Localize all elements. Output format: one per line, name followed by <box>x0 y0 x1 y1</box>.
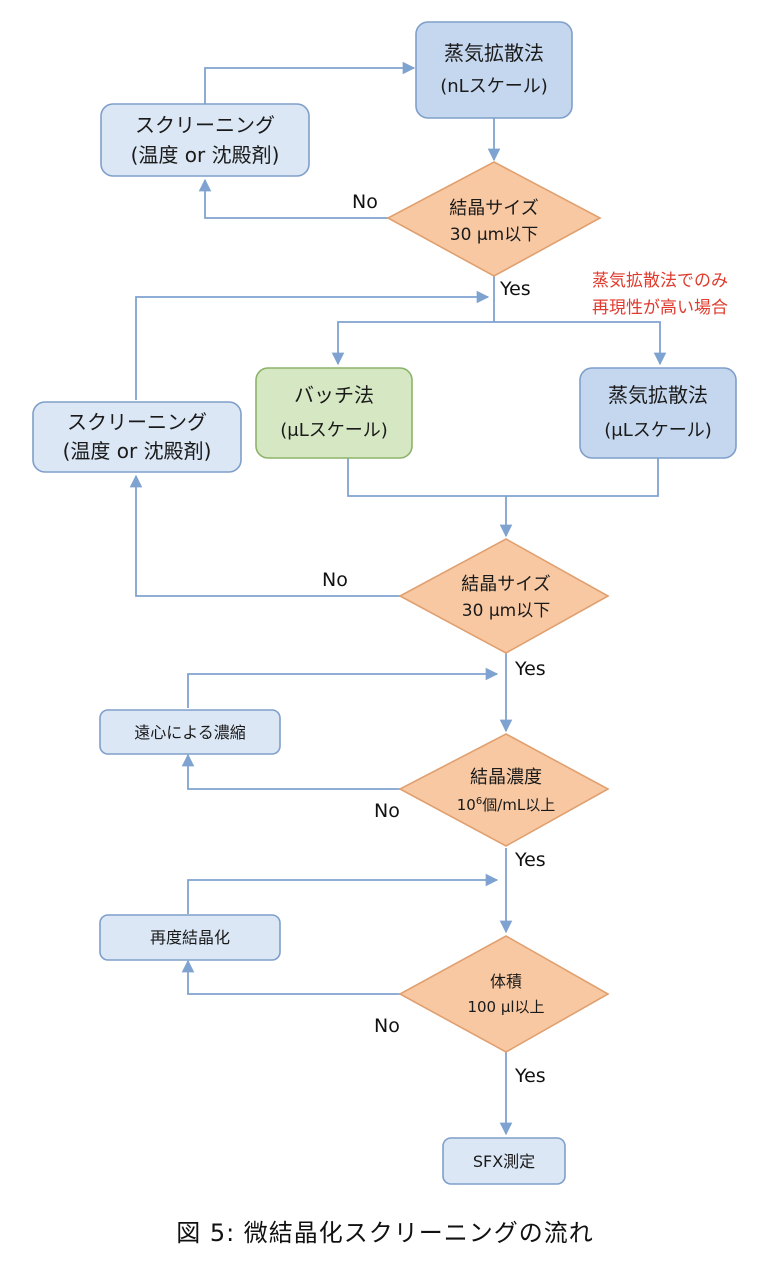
decision3-base: 10 <box>457 796 476 814</box>
node-vapor-ul: 蒸気拡散法 (μLスケール) <box>579 367 737 459</box>
vapor-ul-title: 蒸気拡散法 <box>608 383 708 407</box>
connector-to-batch <box>331 321 494 366</box>
decision4-yes-label: Yes <box>514 1065 546 1087</box>
node-recrystallize: 再度結晶化 <box>99 914 281 961</box>
decision-crystal-size-1: 結晶サイズ 30 μm以下 <box>386 161 602 277</box>
node-screening-1: スクリーニング (温度 or 沈殿剤) <box>100 103 310 177</box>
connector-decision3-no <box>181 753 400 790</box>
connector-to-vapor-ul <box>494 321 667 366</box>
node-vapor-nl: 蒸気拡散法 (nLスケール) <box>415 21 573 119</box>
decision2-threshold: 30 μm以下 <box>462 601 550 621</box>
decision-crystal-density: 結晶濃度 106個/mL以上 <box>398 733 610 847</box>
decision3-yes-label: Yes <box>514 849 546 871</box>
decision-volume: 体積 100 μl以上 <box>398 935 610 1053</box>
connectors <box>129 61 667 1136</box>
note-line-2: 再現性が高い場合 <box>592 298 728 318</box>
decision3-no-label: No <box>374 800 400 822</box>
decision-crystal-size-2: 結晶サイズ 30 μm以下 <box>398 538 610 654</box>
screening1-title: スクリーニング <box>135 113 275 137</box>
node-sfx: SFX測定 <box>442 1137 566 1185</box>
node-screening-2: スクリーニング (温度 or 沈殿剤) <box>32 401 242 473</box>
connector-screening1-to-vapor <box>204 61 416 104</box>
decision1-title: 結晶サイズ <box>449 198 538 219</box>
decision3-unit: 個/mL以上 <box>482 796 555 814</box>
decision3-exponent: 6 <box>476 796 482 807</box>
connector-decision4-no <box>181 959 400 995</box>
connector-recrystallize-back <box>187 873 499 914</box>
decision1-no-label: No <box>352 191 378 213</box>
decision3-threshold: 106個/mL以上 <box>457 796 556 814</box>
sfx-label: SFX測定 <box>473 1152 535 1171</box>
connector-centrifuge-back <box>187 667 499 708</box>
figure-caption: 図 5: 微結晶化スクリーニングの流れ <box>176 1219 594 1247</box>
decision4-title: 体積 <box>490 972 522 991</box>
connector-decision1-no <box>198 178 388 219</box>
screening2-detail: (温度 or 沈殿剤) <box>63 439 212 463</box>
decision3-title: 結晶濃度 <box>470 767 542 788</box>
batch-scale: (μLスケール) <box>280 420 388 441</box>
decision1-yes-label: Yes <box>499 278 531 300</box>
centrifuge-label: 遠心による濃縮 <box>134 723 246 742</box>
recrystallize-label: 再度結晶化 <box>150 928 230 947</box>
vapor-nl-scale: (nLスケール) <box>440 76 547 97</box>
screening2-title: スクリーニング <box>67 410 207 434</box>
decision2-no-label: No <box>322 569 348 591</box>
note-vapor-only: 蒸気拡散法でのみ 再現性が高い場合 <box>592 271 728 318</box>
screening1-detail: (温度 or 沈殿剤) <box>131 143 280 167</box>
connector-merge <box>347 458 659 497</box>
decision4-threshold: 100 μl以上 <box>467 998 544 1016</box>
decision4-no-label: No <box>374 1015 400 1037</box>
decision2-yes-label: Yes <box>514 658 546 680</box>
connector-screening2-to-join <box>135 290 490 400</box>
decision2-title: 結晶サイズ <box>461 574 550 595</box>
decision1-threshold: 30 μm以下 <box>450 225 538 245</box>
vapor-ul-scale: (μLスケール) <box>604 420 712 441</box>
note-line-1: 蒸気拡散法でのみ <box>592 271 728 291</box>
connector-decision2-no <box>129 474 400 597</box>
vapor-nl-title: 蒸気拡散法 <box>444 41 544 65</box>
node-centrifuge: 遠心による濃縮 <box>99 709 281 755</box>
node-batch: バッチ法 (μLスケール) <box>255 367 413 459</box>
batch-title: バッチ法 <box>294 383 374 407</box>
